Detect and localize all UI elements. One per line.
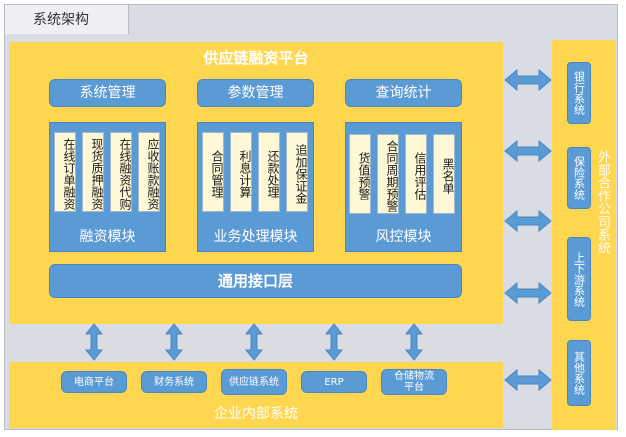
- system-management-button[interactable]: 系统管理: [49, 79, 166, 107]
- other-double-arrow-icon: [504, 369, 552, 391]
- module-item: 现货质押融资: [82, 132, 104, 212]
- module-item: 利息计算: [230, 132, 252, 212]
- erp-button[interactable]: ERP: [301, 371, 367, 393]
- module-item: 在线融资代购: [110, 132, 132, 212]
- erp-vertical-arrow-icon: [325, 323, 343, 361]
- module-item: 信用评估: [405, 134, 427, 214]
- module-item: 合同周期预警: [377, 134, 399, 214]
- risk-control-module-label: 风控模块: [375, 229, 432, 245]
- bank-double-arrow-icon: [504, 69, 552, 91]
- module-item: 应收账款融资: [138, 132, 160, 212]
- interface-double-arrow-icon: [504, 282, 552, 304]
- financing-module-label: 融资模块: [79, 229, 136, 245]
- module-item: 合同管理: [202, 132, 224, 212]
- supply-chain-system-button[interactable]: 供应链系统: [221, 369, 287, 395]
- query-statistics-button[interactable]: 查询统计: [345, 79, 462, 107]
- insurance-system-button[interactable]: 保险系统: [567, 147, 591, 209]
- upstream-downstream-system-button[interactable]: 上下游系统: [567, 237, 591, 321]
- module-item: 黑名单: [433, 134, 455, 214]
- upstream-double-arrow-icon: [504, 210, 552, 232]
- ecommerce-platform-button[interactable]: 电商平台: [61, 371, 127, 393]
- module-item: 货值预警: [349, 134, 371, 214]
- finance-system-button[interactable]: 财务系统: [141, 371, 207, 393]
- finance-vertical-arrow-icon: [165, 323, 183, 361]
- bank-system-button[interactable]: 银行系统: [567, 62, 591, 124]
- interface-layer: 通用接口层: [49, 264, 462, 298]
- external-systems-title: 外部合作公司系统: [595, 150, 610, 254]
- parameter-management-button[interactable]: 参数管理: [197, 79, 314, 107]
- ecommerce-vertical-arrow-icon: [85, 323, 103, 361]
- platform-title: 供应链融资平台: [203, 49, 309, 67]
- enterprise-title: 企业内部系统: [214, 406, 298, 422]
- business-processing-module-label: 业务处理模块: [213, 229, 298, 245]
- tab-system-architecture[interactable]: 系统架构: [4, 4, 129, 34]
- other-system-button[interactable]: 其他系统: [567, 340, 591, 406]
- warehouse-vertical-arrow-icon: [405, 323, 423, 361]
- warehouse-logistics-platform-button[interactable]: 仓储物流平台: [381, 369, 447, 395]
- module-item: 在线订单融资: [54, 132, 76, 212]
- supply-chain-vertical-arrow-icon: [245, 323, 263, 361]
- insurance-double-arrow-icon: [504, 140, 552, 162]
- module-item: 还款处理: [258, 132, 280, 212]
- module-item: 追加保证金: [286, 132, 308, 212]
